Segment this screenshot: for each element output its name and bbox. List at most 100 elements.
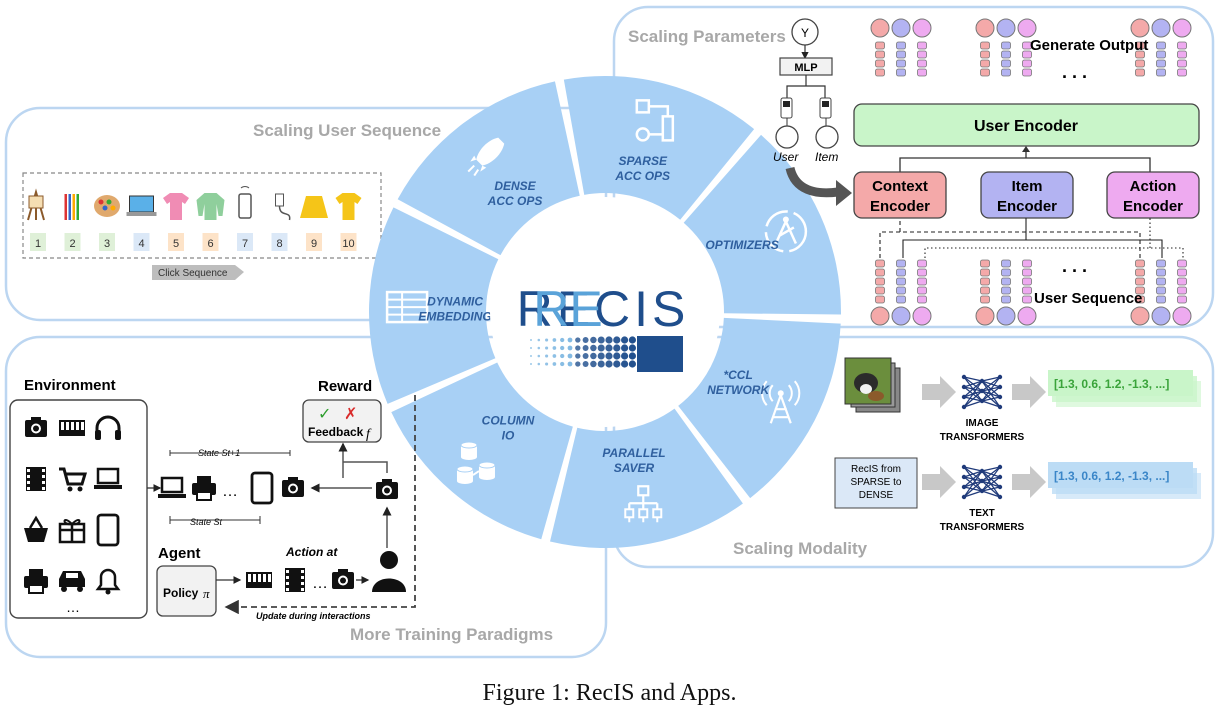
sequence-number-8: 8 [271, 233, 288, 251]
item-encoder-label-1: Item [1012, 178, 1043, 195]
input-token-stack-2-1 [975, 259, 995, 326]
state-camera-icon [282, 477, 304, 497]
parameters-title: Scaling Parameters [628, 27, 786, 46]
modality-content: IMAGE TRANSFORMERS [1.3, 0.6, 1.2, -1.3,… [834, 357, 1201, 533]
item-encoder-label-2: Encoder [997, 198, 1057, 215]
input-token-stack-2-3 [1017, 259, 1037, 326]
click-sequence-arrow [152, 265, 244, 280]
environment-printer-icon [24, 569, 48, 594]
logo-text-light: RE [533, 281, 602, 337]
sector-sublabel-2: ACC OPS [487, 194, 543, 208]
click-sequence-label: Click Sequence [158, 268, 228, 279]
output-token-stack-3-3 [1172, 18, 1192, 77]
training-title: More Training Paradigms [350, 625, 553, 644]
yellow-tshirt-icon [335, 193, 362, 220]
laptop-icon [126, 195, 157, 216]
svg-text:1: 1 [35, 238, 41, 250]
sector-sublabel-3: ACC OPS [614, 169, 670, 183]
policy-box [156, 565, 217, 617]
easel-icon [27, 188, 45, 221]
context-encoder-label-1: Context [872, 178, 928, 195]
input-token-stack-3-3 [1172, 259, 1192, 326]
environment-car-icon [59, 571, 85, 592]
svg-text:5: 5 [173, 238, 179, 250]
environment-film-icon [26, 467, 46, 491]
image-transformers-label-2: TRANSFORMERS [940, 432, 1025, 443]
modality-title: Scaling Modality [733, 539, 868, 558]
svg-text:10: 10 [342, 238, 354, 250]
recis-box-line-1: RecIS from [851, 464, 901, 475]
sequence-number-10: 10 [340, 233, 357, 251]
sector-label-4: OPTIMIZERS [705, 238, 778, 252]
sector-sublabel-6: SAVER [614, 461, 655, 475]
svg-text:4: 4 [138, 238, 144, 250]
flow-icon [635, 99, 675, 142]
sequence-number-2: 2 [64, 233, 81, 251]
action-camera-icon [332, 569, 354, 589]
input-token-stack-1-2 [891, 259, 911, 326]
user-sequence-label: User Sequence [1034, 290, 1142, 307]
environment-keyboard-icon [59, 420, 85, 436]
svg-text:9: 9 [311, 238, 317, 250]
image-vector: [1.3, 0.6, 1.2, -1.3, ...] [1054, 377, 1169, 391]
mlp-label: MLP [794, 62, 817, 74]
svg-text:2: 2 [69, 238, 75, 250]
sequence-number-4: 4 [133, 233, 150, 251]
context-encoder-label-2: Encoder [870, 198, 930, 215]
item-label: Item [815, 150, 838, 164]
training-content: Environment … Reward ✓ ✗ Feedback f Stat… [9, 377, 416, 621]
svg-text:8: 8 [276, 238, 282, 250]
state-printer-icon [192, 476, 216, 501]
user-node [775, 125, 799, 149]
sector-label-2: DENSE [494, 179, 536, 193]
output-token-stack-2-3 [1017, 18, 1037, 77]
feedback-box [302, 399, 382, 443]
user-person-icon [372, 551, 406, 592]
action-film-icon [285, 568, 305, 592]
state-tablet-icon [250, 471, 274, 505]
state-dots: … [222, 483, 238, 500]
rocket-icon [467, 137, 505, 177]
database-icon [456, 441, 496, 485]
pink-shirt-icon [163, 193, 189, 220]
phone-icon [238, 186, 252, 219]
charger-icon [275, 193, 291, 221]
state-label: State St [190, 517, 223, 527]
image-transformer-network [961, 374, 1003, 410]
palette-icon [94, 195, 120, 217]
item-node [815, 125, 839, 149]
cross-icon: ✗ [344, 406, 357, 423]
environment-label: Environment [24, 377, 116, 394]
environment-box [9, 399, 148, 619]
hierarchy-icon [624, 485, 663, 523]
sector-sublabel-7: IO [502, 428, 515, 442]
input-token-stack-1-1 [870, 259, 890, 326]
table-icon [385, 290, 429, 324]
user-encoder-label: User Encoder [974, 118, 1078, 135]
input-token-stack-3-1 [1130, 259, 1150, 326]
input-token-stack-3-2 [1151, 259, 1171, 326]
text-vector-stack: [1.3, 0.6, 1.2, -1.3, ...] [1048, 462, 1201, 499]
top-dots: . . . [1062, 62, 1087, 82]
observed-camera-icon [376, 479, 398, 499]
image-vector-stack: [1.3, 0.6, 1.2, -1.3, ...] [1048, 370, 1201, 407]
sequence-number-9: 9 [306, 233, 322, 251]
green-sweater-icon [196, 193, 225, 220]
state-laptop-icon [158, 476, 186, 498]
text-transformer-network [961, 464, 1003, 500]
output-token-stack-3-1 [1130, 18, 1150, 77]
environment-bell-icon [95, 568, 121, 595]
policy-pi: π [203, 586, 210, 601]
environment-basket-icon [24, 515, 48, 542]
text-transformers-label-1: TEXT [969, 508, 995, 519]
input-token-stack-1-3 [912, 259, 932, 326]
yellow-skirt-icon [300, 196, 328, 218]
output-token-stack-1-3 [912, 18, 932, 77]
feedback-f: f [366, 427, 372, 442]
